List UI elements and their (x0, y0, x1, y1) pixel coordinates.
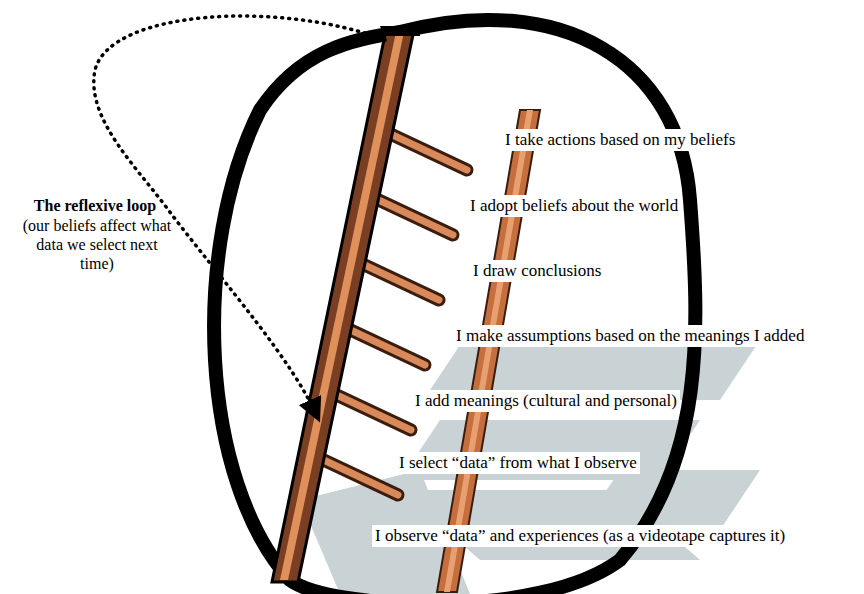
rail-highlight (280, 32, 404, 580)
rail-highlight (444, 110, 533, 592)
ladder-step: I adopt beliefs about the world (467, 195, 681, 217)
ladder-rung (354, 260, 439, 300)
ladder-step: I observe “data” and experiences (as a v… (372, 525, 788, 547)
ladder-step: I draw conclusions (470, 260, 604, 282)
loop-title: The reflexive loop (20, 196, 170, 215)
rail-top (380, 26, 420, 36)
ladder-step: I make assumptions based on the meanings… (453, 325, 807, 347)
ladder-step: I take actions based on my beliefs (502, 129, 738, 151)
loop-outline (214, 20, 695, 594)
ladder-rail (437, 110, 540, 592)
ladder-rung (354, 260, 439, 300)
ladder-step: I select “data” from what I observe (396, 452, 640, 474)
ladder (272, 26, 540, 592)
ladder-rung (313, 455, 398, 495)
ladder-rung (368, 195, 453, 235)
ladder-rung (340, 325, 425, 365)
ladder-rung (326, 390, 411, 430)
ladder-rung (368, 195, 453, 235)
ladder-rung (340, 325, 425, 365)
ladder-rung (382, 130, 467, 170)
ladder-rung (313, 455, 398, 495)
ladder-rung (326, 390, 411, 430)
ladder-rung (382, 130, 467, 170)
loop-note: (our beliefs affect what data we select … (22, 216, 172, 273)
ladder-rail (272, 30, 414, 582)
ladder-step: I add meanings (cultural and personal) (412, 390, 680, 412)
